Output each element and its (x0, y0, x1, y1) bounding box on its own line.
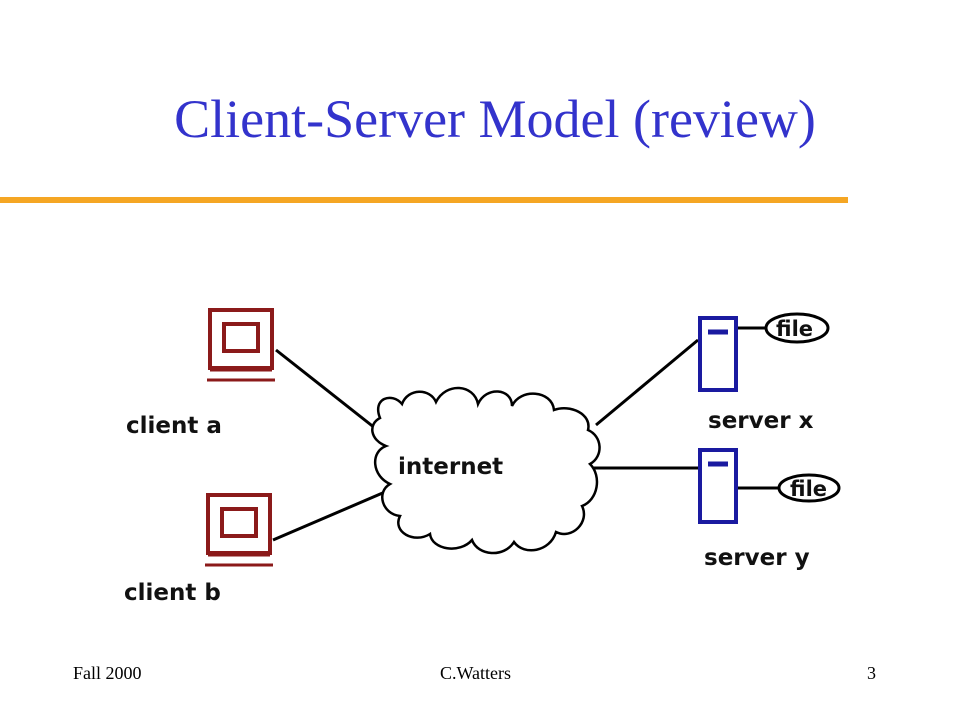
server-x-label: server x (708, 408, 814, 434)
server-x-icon (698, 316, 738, 392)
file-x-icon (764, 312, 830, 344)
internet-label: internet (398, 454, 503, 480)
server-y-label: server y (704, 545, 810, 571)
client-b-label: client b (124, 580, 221, 606)
slide-title: Client-Server Model (review) (174, 89, 816, 149)
client-b-computer-icon (205, 493, 273, 567)
footer-date: Fall 2000 (73, 663, 142, 683)
file-x-label: file (776, 317, 813, 341)
link-internet-server-x (595, 338, 699, 427)
title-divider (0, 197, 848, 203)
client-a-label: client a (126, 413, 222, 439)
client-a-computer-icon (207, 308, 275, 382)
server-y-icon (698, 448, 738, 524)
footer-author: C.Watters (440, 663, 512, 683)
file-y-label: file (790, 477, 827, 501)
connection-lines (272, 326, 778, 542)
file-y-icon (777, 473, 841, 503)
link-client-a-internet (275, 348, 381, 434)
internet-cloud-icon (371, 386, 601, 555)
link-client-b-internet (272, 490, 386, 542)
footer-page-number: 3 (867, 663, 876, 683)
